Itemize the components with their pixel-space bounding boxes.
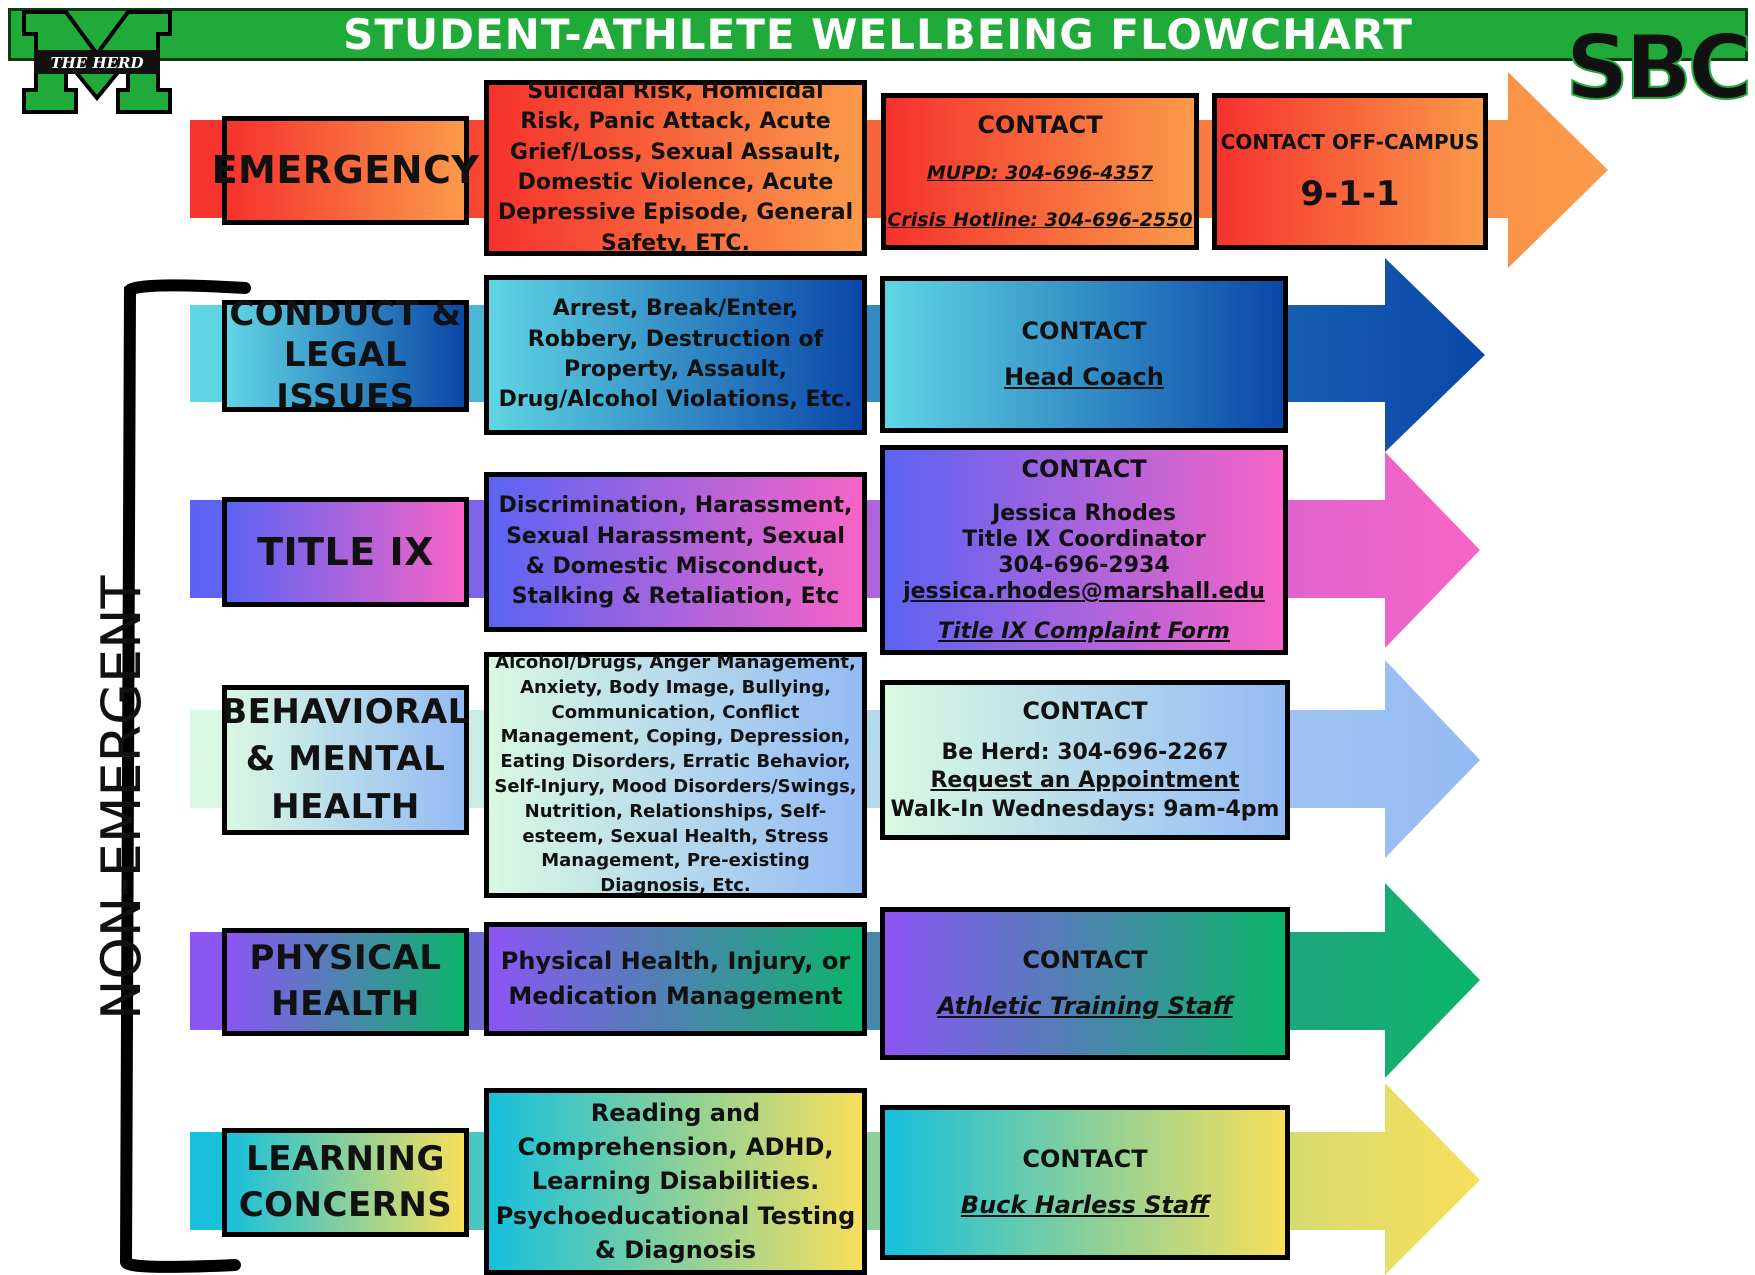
learning-description: Reading and Comprehension, ADHD, Learnin… [495, 1099, 856, 1264]
learning-contact-heading: CONTACT [1022, 1145, 1148, 1174]
conduct-contact-box: CONTACT Head Coach [880, 276, 1288, 433]
title-ix-contact-name: Jessica Rhodes [992, 501, 1176, 527]
physical-category-box: PHYSICAL HEALTH [222, 928, 469, 1036]
emergency-description-box: Suicidal Risk, Homicidal Risk, Panic Att… [484, 78, 867, 256]
physical-contact-box: CONTACT Athletic Training Staff [880, 907, 1290, 1060]
conduct-description-box: Arrest, Break/Enter, Robbery, Destructio… [484, 275, 867, 435]
emergency-contact-box: CONTACT MUPD: 304-696-4357 Crisis Hotlin… [881, 93, 1199, 250]
conduct-contact-heading: CONTACT [1021, 317, 1147, 346]
sun-rays-icon [1623, 20, 1691, 56]
non-emergent-text: NON-EMERGENT [90, 575, 153, 1020]
title-ix-contact-heading: CONTACT [1021, 454, 1147, 483]
physical-category-line1: PHYSICAL [249, 938, 442, 979]
conduct-category-line2: LEGAL ISSUES [276, 335, 415, 417]
behavioral-category-line2: & MENTAL [245, 739, 446, 780]
walk-in-hours: Walk-In Wednesdays: 9am-4pm [890, 796, 1280, 822]
behavioral-contact-box: CONTACT Be Herd: 304-696-2267 Request an… [880, 680, 1290, 840]
title-ix-complaint-form-link[interactable]: Title IX Complaint Form [938, 619, 1230, 645]
offcampus-heading: CONTACT OFF-CAMPUS [1220, 129, 1480, 154]
non-emergent-bracket [119, 279, 251, 1273]
be-herd-phone: Be Herd: 304-696-2267 [941, 739, 1229, 765]
behavioral-category-box: BEHAVIORAL & MENTAL HEALTH [221, 685, 470, 835]
physical-description-box: Physical Health, Injury, or Medication M… [484, 922, 867, 1036]
conduct-description: Arrest, Break/Enter, Robbery, Destructio… [498, 296, 853, 413]
conduct-category-box: CONDUCT & LEGAL ISSUES [222, 294, 469, 417]
physical-category-line2: HEALTH [271, 984, 420, 1024]
title-ix-description-box: Discrimination, Harassment, Sexual Haras… [484, 472, 867, 632]
title-ix-contact-phone: 304-696-2934 [998, 553, 1170, 579]
marshall-herd-logo: THE HERD [22, 10, 172, 114]
offcampus-contact-box: CONTACT OFF-CAMPUS 9-1-1 [1212, 93, 1488, 250]
request-appointment-link[interactable]: Request an Appointment [930, 768, 1240, 794]
physical-description: Physical Health, Injury, or Medication M… [500, 947, 851, 1010]
page-title: STUDENT-ATHLETE WELLBEING FLOWCHART [343, 10, 1413, 59]
learning-category-line1: LEARNING [246, 1138, 445, 1179]
non-emergent-label: NON-EMERGENT [38, 520, 158, 1020]
mupd-phone-link[interactable]: MUPD: 304-696-4357 [926, 162, 1154, 185]
buck-harless-staff-link[interactable]: Buck Harless Staff [960, 1190, 1210, 1219]
emergency-description: Suicidal Risk, Homicidal Risk, Panic Att… [497, 78, 854, 256]
sbc-logo-text: SBC [1565, 16, 1748, 104]
title-ix-category-box: TITLE IX [222, 497, 469, 607]
title-ix-category: TITLE IX [257, 529, 434, 574]
title-ix-contact-box: CONTACT Jessica Rhodes Title IX Coordina… [880, 445, 1288, 655]
behavioral-description-box: Alcohol/Drugs, Anger Management, Anxiety… [484, 652, 867, 898]
emergency-category-box: EMERGENCY [212, 116, 479, 225]
herd-banner [34, 50, 160, 74]
learning-category-box: LEARNING CONCERNS [222, 1128, 469, 1237]
title-ix-email-link[interactable]: jessica.rhodes@marshall.edu [903, 579, 1265, 605]
emergency-category: EMERGENCY [211, 148, 480, 193]
emergency-contact-heading: CONTACT [977, 111, 1103, 140]
physical-contact-heading: CONTACT [1022, 946, 1148, 975]
head-coach-link[interactable]: Head Coach [1004, 362, 1164, 391]
header-bar: STUDENT-ATHLETE WELLBEING FLOWCHART [8, 8, 1748, 61]
athletic-training-staff-link[interactable]: Athletic Training Staff [937, 991, 1233, 1020]
sbc-logo: SBC [1562, 14, 1753, 120]
behavioral-description: Alcohol/Drugs, Anger Management, Anxiety… [494, 651, 857, 897]
emergency-number[interactable]: 9-1-1 [1300, 173, 1400, 214]
behavioral-contact-heading: CONTACT [1022, 696, 1148, 725]
learning-category-line2: CONCERNS [238, 1184, 453, 1225]
learning-contact-box: CONTACT Buck Harless Staff [880, 1105, 1290, 1260]
title-ix-description: Discrimination, Harassment, Sexual Haras… [498, 493, 853, 610]
title-ix-contact-role: Title IX Coordinator [962, 527, 1206, 553]
behavioral-category-line1: BEHAVIORAL [221, 691, 470, 732]
conduct-category-line1: CONDUCT & [229, 293, 462, 334]
behavioral-category-line3: HEALTH [271, 786, 420, 827]
learning-description-box: Reading and Comprehension, ADHD, Learnin… [484, 1088, 867, 1275]
herd-banner-text: THE HERD [50, 54, 143, 72]
crisis-hotline-link[interactable]: Crisis Hotline: 304-696-2550 [887, 209, 1193, 232]
